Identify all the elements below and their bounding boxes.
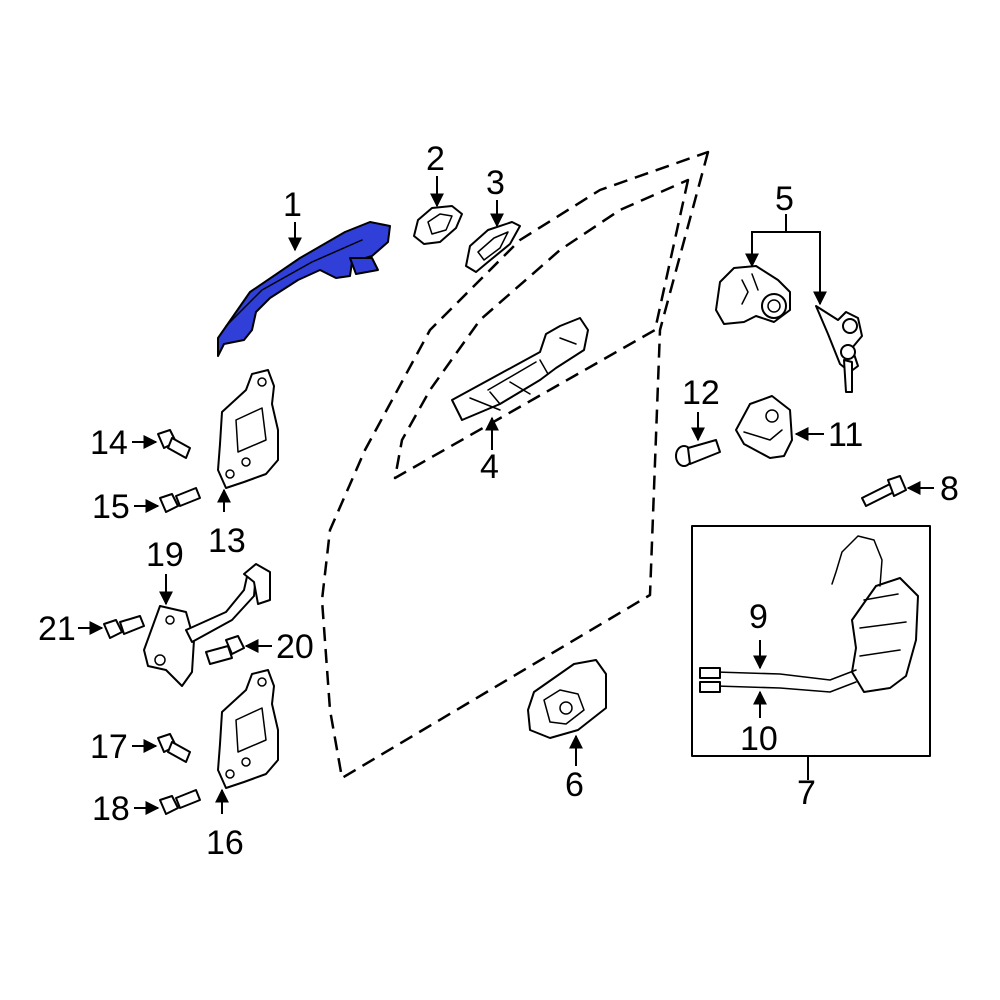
part-17-bolt[interactable] [157, 733, 191, 763]
part-5-keys[interactable] [815, 305, 863, 393]
part-20-bolt[interactable] [205, 635, 245, 665]
part-7-lock-actuator[interactable] [831, 535, 919, 693]
callout-1: 1 [283, 186, 302, 224]
callout-10: 10 [740, 720, 778, 758]
callout-19: 19 [146, 536, 184, 574]
part-12-pin[interactable] [675, 439, 721, 467]
part-1-outside-handle[interactable] [217, 221, 391, 357]
callout-5: 5 [775, 180, 794, 218]
part-2-bezel[interactable] [413, 205, 463, 245]
callout-11: 11 [828, 416, 863, 454]
callout-14: 14 [90, 424, 128, 462]
part-11-clip[interactable] [735, 395, 793, 459]
part-15-bolt[interactable] [159, 487, 201, 513]
callout-3: 3 [486, 164, 505, 202]
callout-4: 4 [480, 448, 499, 486]
door-outline [320, 150, 710, 780]
part-14-bolt[interactable] [157, 429, 191, 459]
callout-20: 20 [276, 628, 314, 666]
callout-6: 6 [565, 766, 584, 804]
part-21-bolt[interactable] [103, 615, 145, 639]
callout-15: 15 [92, 488, 130, 526]
callout-17: 17 [90, 728, 128, 766]
callout-16: 16 [206, 824, 244, 862]
part-19-door-check[interactable] [143, 563, 271, 687]
callout-13: 13 [208, 522, 246, 560]
callout-2: 2 [426, 140, 445, 178]
callout-18: 18 [92, 790, 130, 828]
callout-9: 9 [749, 598, 768, 636]
part-6-striker[interactable] [527, 659, 607, 739]
part-18-bolt[interactable] [159, 789, 201, 815]
callout-8: 8 [940, 470, 959, 508]
callout-12: 12 [682, 374, 720, 412]
part-5-lock-cylinder[interactable] [715, 265, 791, 325]
part-13-upper-hinge[interactable] [217, 369, 279, 489]
part-9-10-cables[interactable] [699, 667, 857, 693]
callout-7: 7 [797, 774, 816, 812]
part-4-handle-frame[interactable] [451, 317, 589, 421]
callout-21: 21 [38, 610, 76, 648]
part-8-screw[interactable] [861, 475, 907, 507]
part-16-lower-hinge[interactable] [217, 669, 279, 789]
